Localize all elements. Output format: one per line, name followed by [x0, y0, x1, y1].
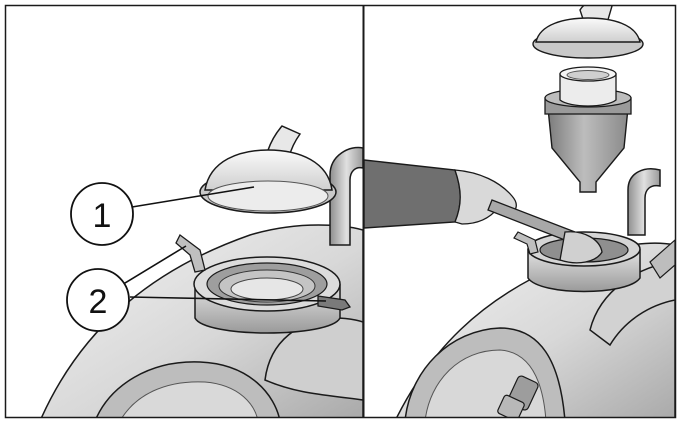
left-panel: [41, 125, 363, 417]
tank-recess-inner-left: [122, 381, 258, 417]
pipe-right-side: [649, 239, 675, 279]
callout-1-circle: [70, 182, 134, 246]
drain-fitting: [497, 375, 539, 417]
sleeve: [364, 159, 461, 229]
figure-frame: [4, 4, 677, 419]
callout-2-leader-a: [119, 245, 187, 287]
pipe-left: [329, 146, 363, 246]
callout-2: 2: [66, 245, 327, 332]
clamp-handle-lower: [317, 295, 352, 311]
callout-2-number: 2: [89, 283, 108, 321]
right-panel: [364, 6, 675, 417]
removed-filter-basket: [544, 66, 632, 193]
lid-with-hose: [199, 125, 337, 214]
callout-2-circle: [66, 268, 130, 332]
clamp-handle-right: [513, 231, 539, 255]
tank-bulge-right: [589, 261, 675, 347]
arm-with-scraper: [364, 159, 603, 264]
clamp-handle-upper: [175, 234, 206, 273]
scraper-handle: [487, 199, 576, 243]
callout-1-number: 1: [93, 197, 112, 235]
tank-bulge-left: [264, 317, 363, 401]
pipe-right: [627, 168, 661, 236]
filler-neck-left: [193, 256, 341, 334]
callout-1-leader: [131, 186, 255, 208]
callout-2-leader-b: [129, 296, 327, 302]
callout-1: 1: [70, 182, 255, 246]
removed-lid: [532, 6, 644, 59]
scraper-blade: [559, 231, 603, 264]
